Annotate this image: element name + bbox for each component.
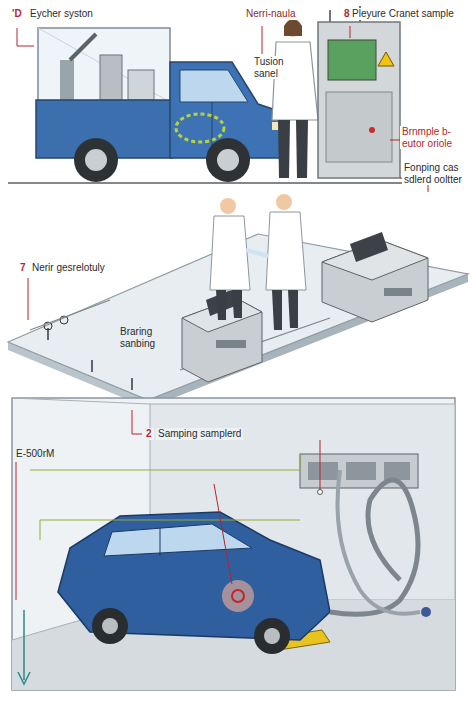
leader-lines <box>17 26 428 192</box>
sampling-machine <box>182 288 262 382</box>
pickup-truck <box>36 28 284 182</box>
part-label: E-500rM <box>14 448 56 460</box>
part-label: Samping samplerd <box>156 428 243 440</box>
callout-number: 7 <box>18 262 28 274</box>
ground-line <box>8 182 468 184</box>
technician <box>272 19 318 178</box>
sampling-machine <box>322 232 428 322</box>
callout-number: 'D <box>10 8 24 20</box>
part-label: Pleyure Cranet sample <box>350 8 470 20</box>
part-label: Tusion sanel <box>252 56 296 79</box>
part-label: Eycher syston <box>28 8 95 20</box>
part-label: Nerri-naula <box>244 8 297 20</box>
test-chamber <box>12 398 455 690</box>
callout-number: 2 <box>144 428 154 440</box>
leader-lines <box>28 278 29 320</box>
technicians <box>210 194 306 330</box>
analyzer-cabinet <box>318 6 400 178</box>
part-label: Braring sanbing <box>118 326 174 349</box>
part-label: Fonping cas sdlerd ooltter <box>402 162 468 185</box>
part-label: Brnmple b-eutor oriole <box>400 126 470 149</box>
part-label: Nerir gesrelotuly <box>30 262 107 274</box>
